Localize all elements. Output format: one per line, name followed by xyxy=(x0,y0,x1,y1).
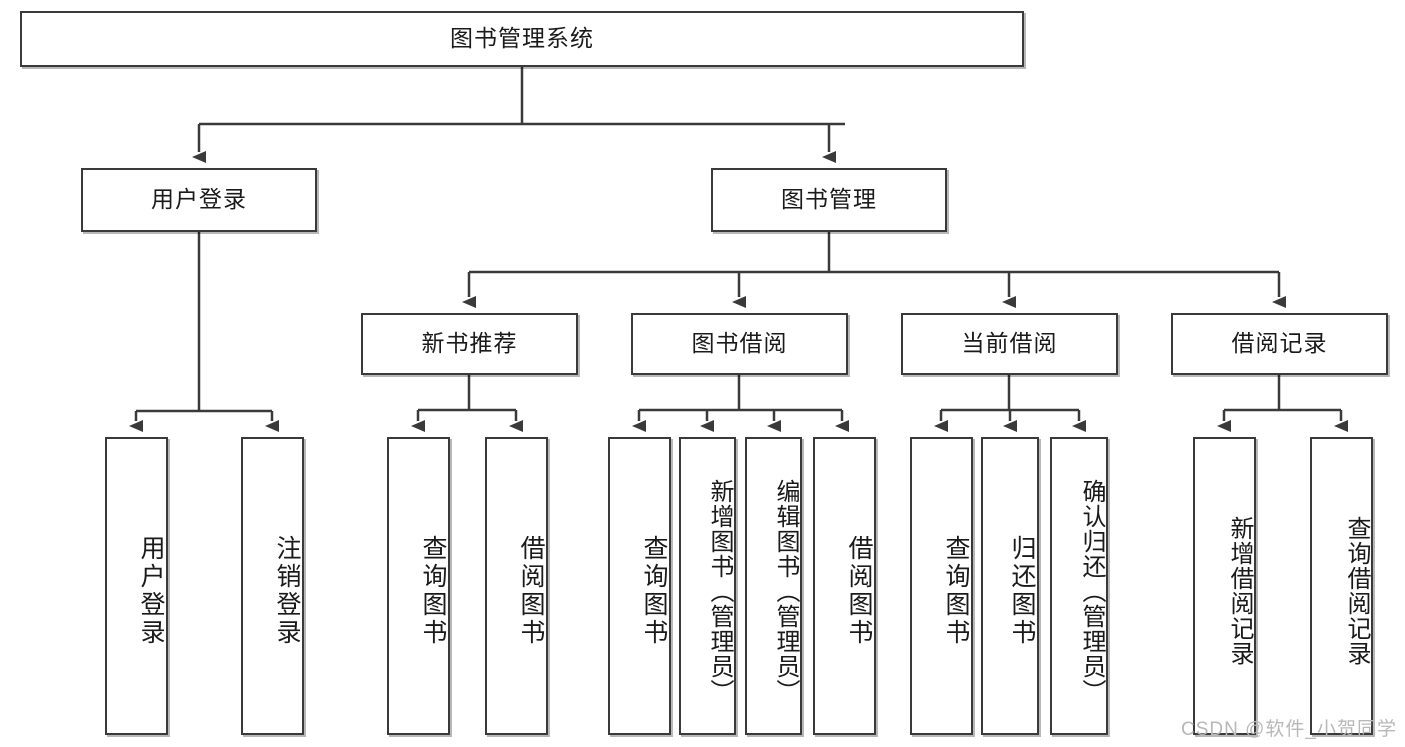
node-leaf-label: 查询图书 xyxy=(419,535,447,647)
node-current-borrow[interactable]: 当前借阅 xyxy=(901,313,1118,375)
node-leaf-current-borrow-3[interactable]: 确认归还（管理员） xyxy=(1050,437,1108,735)
node-book-manage-label: 图书管理 xyxy=(781,186,877,213)
node-book-borrow-label: 图书借阅 xyxy=(691,330,788,357)
node-leaf-label: 查询借阅记录 xyxy=(1343,516,1370,666)
node-leaf-label: 查询图书 xyxy=(942,535,970,647)
node-leaf-label: 用户登录 xyxy=(137,535,165,647)
node-leaf-borrow-record-2[interactable]: 查询借阅记录 xyxy=(1310,437,1373,735)
node-new-book[interactable]: 新书推荐 xyxy=(361,313,578,375)
node-leaf-book-borrow-1[interactable]: 查询图书 xyxy=(608,437,671,735)
node-book-manage[interactable]: 图书管理 xyxy=(711,168,947,232)
node-leaf-label: 查询图书 xyxy=(640,535,668,647)
node-leaf-label: 借阅图书 xyxy=(517,535,545,647)
node-borrow-record[interactable]: 借阅记录 xyxy=(1171,313,1388,375)
node-user-login-label: 用户登录 xyxy=(151,186,247,213)
node-leaf-borrow-record-1[interactable]: 新增借阅记录 xyxy=(1193,437,1256,735)
watermark: CSDN @软件_小贺同学 xyxy=(1181,719,1397,740)
node-new-book-label: 新书推荐 xyxy=(421,330,518,357)
node-leaf-user-login-1[interactable]: 用户登录 xyxy=(105,437,168,735)
node-leaf-label: 编辑图书（管理员） xyxy=(772,478,799,704)
node-root-label: 图书管理系统 xyxy=(450,25,594,52)
node-root[interactable]: 图书管理系统 xyxy=(20,11,1024,67)
node-leaf-book-borrow-4[interactable]: 借阅图书 xyxy=(813,437,876,735)
node-leaf-user-login-2[interactable]: 注销登录 xyxy=(241,437,304,735)
node-leaf-label: 确认归还（管理员） xyxy=(1078,478,1105,704)
node-book-borrow[interactable]: 图书借阅 xyxy=(631,313,848,375)
node-leaf-label: 注销登录 xyxy=(273,535,301,647)
node-leaf-label: 新增图书（管理员） xyxy=(706,478,733,704)
node-borrow-record-label: 借阅记录 xyxy=(1231,330,1328,357)
node-leaf-current-borrow-1[interactable]: 查询图书 xyxy=(910,437,973,735)
node-leaf-current-borrow-2[interactable]: 归还图书 xyxy=(981,437,1039,735)
node-leaf-new-book-1[interactable]: 查询图书 xyxy=(387,437,450,735)
node-leaf-label: 借阅图书 xyxy=(845,535,873,647)
node-leaf-new-book-2[interactable]: 借阅图书 xyxy=(485,437,548,735)
node-user-login[interactable]: 用户登录 xyxy=(81,168,317,232)
node-leaf-book-borrow-3[interactable]: 编辑图书（管理员） xyxy=(745,437,802,735)
node-leaf-label: 新增借阅记录 xyxy=(1226,516,1253,666)
node-leaf-book-borrow-2[interactable]: 新增图书（管理员） xyxy=(679,437,736,735)
node-leaf-label: 归还图书 xyxy=(1008,535,1036,647)
node-current-borrow-label: 当前借阅 xyxy=(961,330,1058,357)
